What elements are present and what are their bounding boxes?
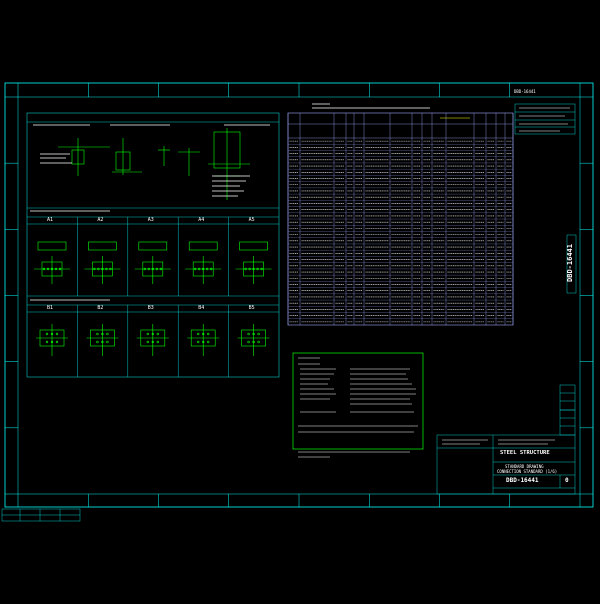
row-a-label: A4 bbox=[198, 217, 205, 223]
row-b-label: B1 bbox=[47, 305, 54, 311]
notes-box bbox=[292, 352, 424, 450]
title-drawing-number: DBD-16441 bbox=[506, 477, 539, 484]
title-line1: STANDARD DRAWING bbox=[505, 464, 544, 469]
vertical-number-box bbox=[566, 234, 577, 294]
row-b-label: B4 bbox=[198, 305, 205, 311]
title-line2: CONNECTION STANDARD (1/6) bbox=[497, 469, 558, 474]
row-b-label: B5 bbox=[248, 305, 255, 311]
annotation-text-lines bbox=[30, 124, 270, 301]
detail-panel bbox=[26, 112, 280, 378]
notes-text bbox=[298, 357, 418, 458]
vertical-drawing-number: DBD-16441 bbox=[566, 244, 574, 282]
row-a-label: A3 bbox=[147, 217, 154, 223]
bottom-left-stamp bbox=[1, 508, 81, 522]
row-a-label: A5 bbox=[248, 217, 255, 223]
top-tag: DBD-16441 bbox=[514, 89, 536, 94]
revision-column bbox=[559, 384, 576, 411]
border-ticks bbox=[5, 83, 593, 507]
row-a-details bbox=[34, 241, 272, 284]
legend-box bbox=[514, 103, 576, 135]
row-a-label: A2 bbox=[97, 217, 104, 223]
title-company: STEEL STRUCTURE bbox=[500, 450, 550, 456]
connection-table bbox=[287, 103, 514, 326]
row-b-details bbox=[36, 324, 270, 356]
row-b-label: B3 bbox=[147, 305, 154, 311]
row-a-label: A1 bbox=[47, 217, 54, 223]
title-revision: 0 bbox=[565, 477, 569, 484]
title-block bbox=[436, 409, 576, 495]
row-b-label: B2 bbox=[97, 305, 104, 311]
